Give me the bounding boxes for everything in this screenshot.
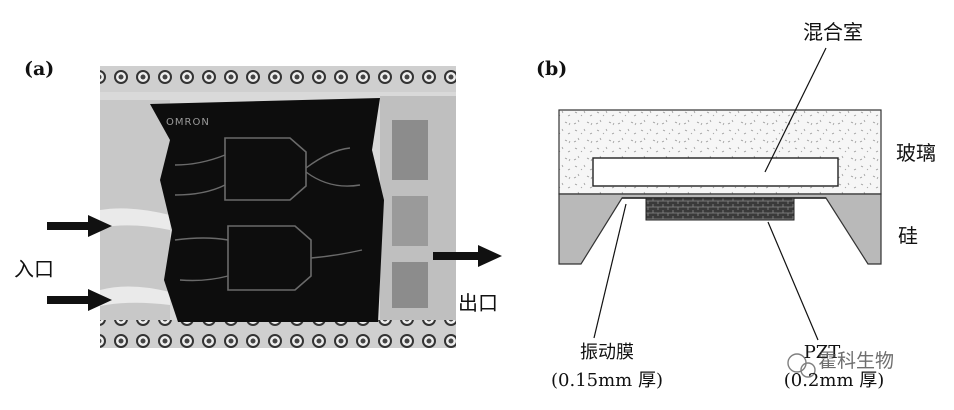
pzt-label: PZT bbox=[803, 342, 841, 363]
panel-a-label: (a) bbox=[24, 58, 55, 80]
mixing-chamber-label: 混合室 bbox=[803, 20, 863, 44]
pzt-block bbox=[645, 197, 795, 221]
outlet-label: 出口 bbox=[458, 291, 498, 315]
pzt-thickness: (0.2mm 厚) bbox=[783, 370, 885, 391]
glass-label: 玻璃 bbox=[896, 141, 936, 165]
silicon-label: 硅 bbox=[898, 224, 918, 248]
panel-b-label: (b) bbox=[536, 58, 568, 80]
top-pin-row bbox=[100, 66, 456, 96]
chip-body bbox=[150, 98, 384, 322]
bottom-pin-row bbox=[100, 318, 456, 348]
membrane-label: 振动膜 bbox=[580, 342, 634, 363]
chamber-lower bbox=[227, 225, 312, 291]
mixing-chamber bbox=[592, 157, 839, 187]
inlet-arrows bbox=[47, 215, 112, 311]
inlet-arrow-upper bbox=[47, 215, 112, 237]
inlet-arrow-lower bbox=[47, 289, 112, 311]
inlet-label: 入口 bbox=[14, 257, 54, 281]
chamber-upper bbox=[224, 137, 307, 201]
outlet-arrow bbox=[433, 245, 502, 267]
watermark: 霍科生物 bbox=[818, 350, 895, 372]
leader-membrane bbox=[593, 203, 627, 339]
chip-photo bbox=[47, 66, 502, 348]
leader-mixing-chamber bbox=[764, 47, 827, 173]
membrane-thickness: (0.15mm 厚) bbox=[551, 370, 663, 391]
cross-section bbox=[558, 47, 882, 341]
wechat-icon bbox=[787, 353, 816, 378]
leader-pzt bbox=[767, 221, 819, 341]
chip-brand-text: OMRON bbox=[166, 117, 210, 128]
